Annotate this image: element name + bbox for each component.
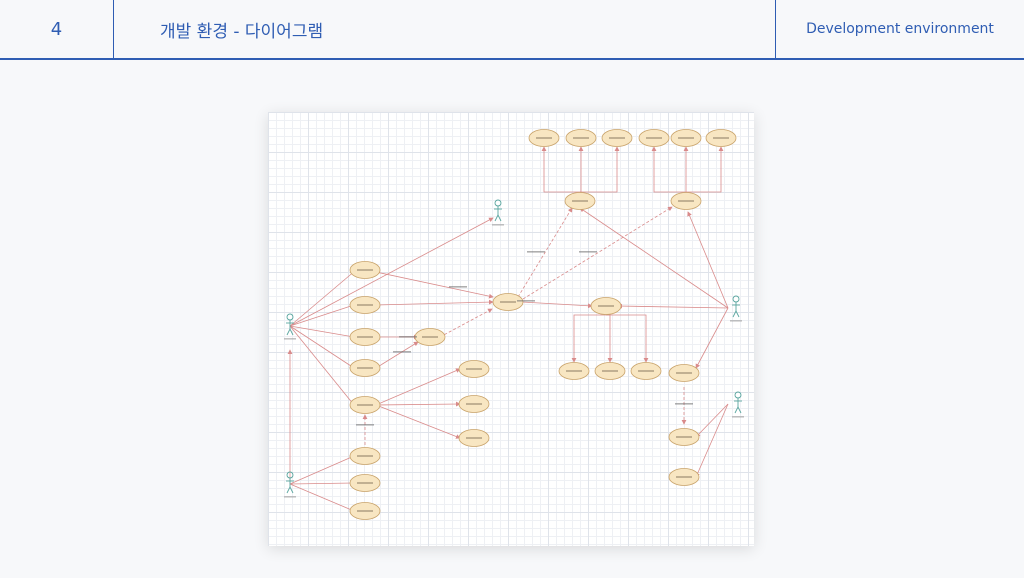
stereotype-label [356,424,374,426]
stereotype-label [527,251,545,253]
actor-label [732,416,744,418]
use-case-label [609,137,625,139]
relation-line [617,303,729,309]
actor-legs [286,327,294,336]
stereotype-label [579,251,597,253]
relation-line [375,271,494,299]
relation-line [289,483,355,512]
relation-line [375,401,461,407]
relation-line [687,211,729,309]
relation-line [521,301,593,309]
generalization-line [580,146,620,193]
relation-line [289,325,355,369]
use-case-label [357,304,373,306]
relation-line [579,207,729,309]
relation-line [289,480,355,486]
use-case-label [357,482,373,484]
use-case-label [466,403,482,405]
use-case-label [573,137,589,139]
use-case-label [566,370,582,372]
use-case-label [422,336,438,338]
page-title: 개발 환경 - 다이어그램 [114,0,776,58]
generalization-line [578,146,584,193]
use-case-label [357,455,373,457]
relation-line [289,303,355,327]
use-case-label [598,305,614,307]
use-case-label [357,367,373,369]
actor-head [734,391,742,399]
relation-line [522,206,673,300]
actor-head [732,295,740,303]
generalization-line [541,146,580,193]
use-case-label [602,370,618,372]
relation-line [375,341,419,369]
stereotype-label [399,336,417,338]
actor-label [284,496,296,498]
use-case-label [466,368,482,370]
use-case-label [500,301,516,303]
use-case-label [676,372,692,374]
generalization-line [606,314,613,363]
use-case-label [572,200,588,202]
use-case-label [638,370,654,372]
generalization-line [686,146,724,193]
use-case-label [713,137,729,139]
actor-legs [732,309,740,318]
relation-line [289,455,355,485]
use-case-label [357,269,373,271]
actor-label [730,320,742,322]
use-case-label [536,137,552,139]
slide-header: 4 개발 환경 - 다이어그램 Development environment [0,0,1024,60]
relation-line [289,217,494,327]
actor-head [286,313,294,321]
use-case-label [676,436,692,438]
relation-line [289,269,357,327]
generalization-line [571,314,606,363]
actor-legs [734,405,742,414]
use-case-label [357,336,373,338]
relation-line [375,404,461,439]
actor-legs [494,213,502,222]
use-case-label [678,200,694,202]
actor-label [492,224,504,226]
use-case-label [676,476,692,478]
relation-line [289,325,355,339]
actor-label [284,338,296,340]
actor-legs [286,485,294,494]
stereotype-label [393,351,411,353]
generalization-line [606,314,649,363]
relation-line [289,325,355,406]
page-number: 4 [0,0,114,58]
diagram-canvas [284,129,744,520]
relation-line [695,403,729,478]
relation-line [439,308,493,338]
stereotype-label [517,300,535,302]
actor-head [494,199,502,207]
use-case-label [646,137,662,139]
use-case-diagram [268,112,754,546]
use-case-label [678,137,694,139]
page-subtitle: Development environment [806,21,994,37]
generalization-line [651,146,686,193]
relation-line [695,403,729,438]
stereotype-label [675,403,693,405]
use-case-label [466,437,482,439]
stereotype-label [449,286,467,288]
use-case-label [357,404,373,406]
use-case-label [357,510,373,512]
relation-line [375,368,461,406]
relation-line [695,307,729,369]
relation-line [375,299,494,306]
